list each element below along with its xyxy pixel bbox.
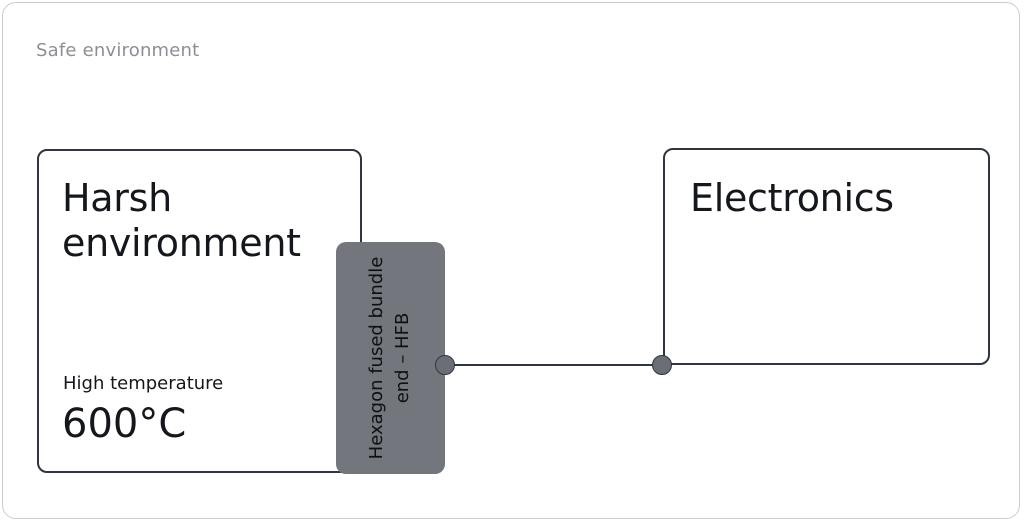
temperature-label: High temperature [63,373,224,394]
hfb-label: Hexagon fused bundle end – HFB [366,256,413,460]
electronics-box [663,148,990,365]
hfb-connector-node [435,355,455,375]
harsh-environment-box [37,149,362,473]
electronics-title: Electronics [690,176,894,220]
hfb-block [336,242,445,474]
connector-line [445,364,663,366]
harsh-environment-title: Harsh environment [62,176,301,265]
electronics-connector-node [652,355,672,375]
safe-environment-label: Safe environment [36,40,200,61]
temperature-value: 600°C [62,401,187,447]
